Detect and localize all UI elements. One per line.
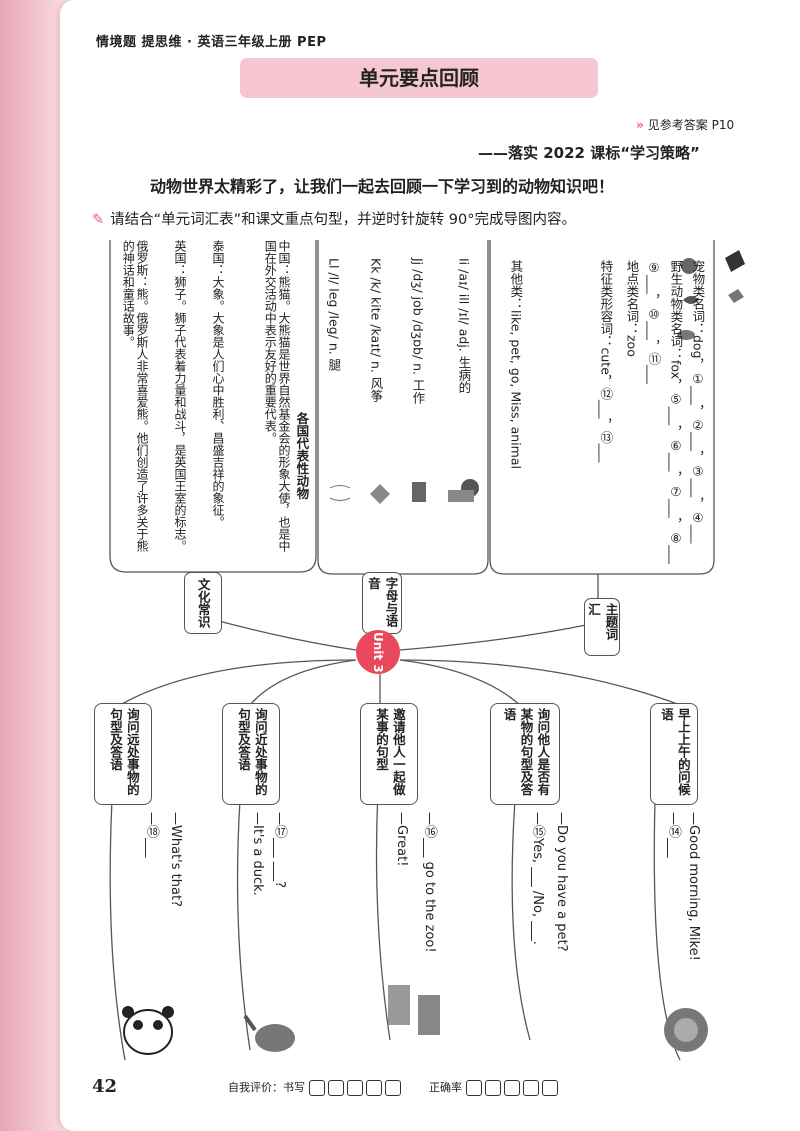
greeting-line-2: —⑭___ bbox=[665, 812, 681, 858]
intro-text: 动物世界太精彩了，让我们一起去回顾一下学习到的动物知识吧！ bbox=[150, 177, 615, 196]
subtitle: ——落实 2022 课标“学习策略” bbox=[478, 144, 700, 162]
far-thing-line-2: —⑱___ bbox=[143, 812, 159, 858]
letters-line-2: Jj /dʒ/ job /dʒɒb/ n. 工作 bbox=[410, 258, 426, 405]
culture-china: 中国：熊猫。大熊猫是世界自然基金会的形象大使，也是中国在外交活动中表示友好的重要… bbox=[263, 240, 291, 552]
thumb-icon[interactable] bbox=[541, 1080, 558, 1096]
vocab-line-2: 野生动物类名词：fox，⑤___，⑥___，⑦___，⑧___ bbox=[668, 260, 684, 565]
thumb-icon[interactable] bbox=[465, 1080, 482, 1096]
self-evaluation: 自我评价：书写 正确率 bbox=[228, 1079, 561, 1096]
branch-have-pet: 询问他人是否有某物的句型及答语 bbox=[490, 703, 560, 805]
vocab-line-1: 宠物类名词：dog，①___，②___，③___，④___ bbox=[690, 260, 706, 544]
letters-line-1: Ii /aɪ/ ill /ɪl/ adj. 生病的 bbox=[456, 258, 472, 394]
invite-line-2: —Great! bbox=[393, 812, 409, 867]
near-thing-line-1: —⑰___ ___? bbox=[271, 812, 287, 889]
culture-heading: 各国代表性动物 bbox=[294, 412, 310, 500]
invite-line-1: —⑯___ go to the zoo! bbox=[421, 812, 437, 953]
pencil-icon: ✎ bbox=[92, 212, 105, 228]
vocab-line-3: ⑨___，⑩___，⑪___ bbox=[646, 260, 662, 384]
branch-far-thing: 询问远处事物的句型及答语 bbox=[94, 703, 152, 805]
culture-uk: 英国：狮子。狮子代表着力量和战斗，是英国王室的标志。 bbox=[173, 240, 187, 552]
branch-near-thing: 询问近处事物的句型及答语 bbox=[222, 703, 280, 805]
near-thing-line-2: —It's a duck. bbox=[249, 812, 265, 896]
branch-culture: 文化常识 bbox=[184, 572, 222, 634]
thumb-icon[interactable] bbox=[308, 1080, 325, 1096]
thumb-icon[interactable] bbox=[484, 1080, 501, 1096]
greeting-line-1: —Good morning, Mike! bbox=[685, 812, 701, 961]
branch-invite: 邀请他人一起做某事的句型 bbox=[360, 703, 418, 805]
double-chevron-icon: » bbox=[636, 118, 644, 132]
thumb-icon[interactable] bbox=[503, 1080, 520, 1096]
letters-line-4: Ll /l/ leg /leg/ n. 腿 bbox=[326, 258, 342, 372]
vocab-line-4: 地点类名词：zoo bbox=[624, 260, 640, 357]
have-pet-line-1: —Do you have a pet? bbox=[553, 812, 569, 952]
branch-vocab: 主题词汇 bbox=[584, 598, 620, 656]
letters-line-3: Kk /k/ kite /kaɪt/ n. 风筝 bbox=[368, 258, 384, 402]
vocab-line-5: 特征类形容词：cute，⑫___，⑬___ bbox=[598, 260, 614, 463]
branch-greeting: 早上上午的问候语 bbox=[650, 703, 698, 805]
have-pet-line-2: —⑮Yes, ___ /No, ___. bbox=[529, 812, 545, 945]
thumb-icon[interactable] bbox=[522, 1080, 539, 1096]
workbook-page bbox=[60, 0, 800, 1131]
section-banner: 单元要点回顾 bbox=[240, 58, 598, 98]
thumb-icon[interactable] bbox=[346, 1080, 363, 1096]
instruction: ✎请结合“单元词汇表”和课文重点句型，并逆时针旋转 90°完成导图内容。 bbox=[92, 212, 576, 228]
answer-reference: »见参考答案 P10 bbox=[636, 118, 735, 132]
page-number: 42 bbox=[92, 1076, 118, 1097]
thumb-icon[interactable] bbox=[365, 1080, 382, 1096]
branch-letters: 字母与语音 bbox=[362, 572, 402, 634]
thumb-icon[interactable] bbox=[327, 1080, 344, 1096]
vocab-line-6: 其他类：like, pet, go, Miss, animal bbox=[508, 260, 524, 469]
culture-russia: 俄罗斯：熊。俄罗斯人非常喜爱熊。他们创造了许多关于熊的神话和童话故事。 bbox=[121, 240, 149, 552]
unit-hub: Unit 3 bbox=[356, 630, 400, 674]
book-title: 情境题 提思维 · 英语三年级上册 PEP bbox=[96, 35, 327, 50]
far-thing-line-1: —What's that? bbox=[167, 812, 183, 907]
culture-thailand: 泰国：大象。大象是人们心中胜利、昌盛吉祥的象征。 bbox=[211, 240, 225, 528]
thumb-icon[interactable] bbox=[384, 1080, 401, 1096]
